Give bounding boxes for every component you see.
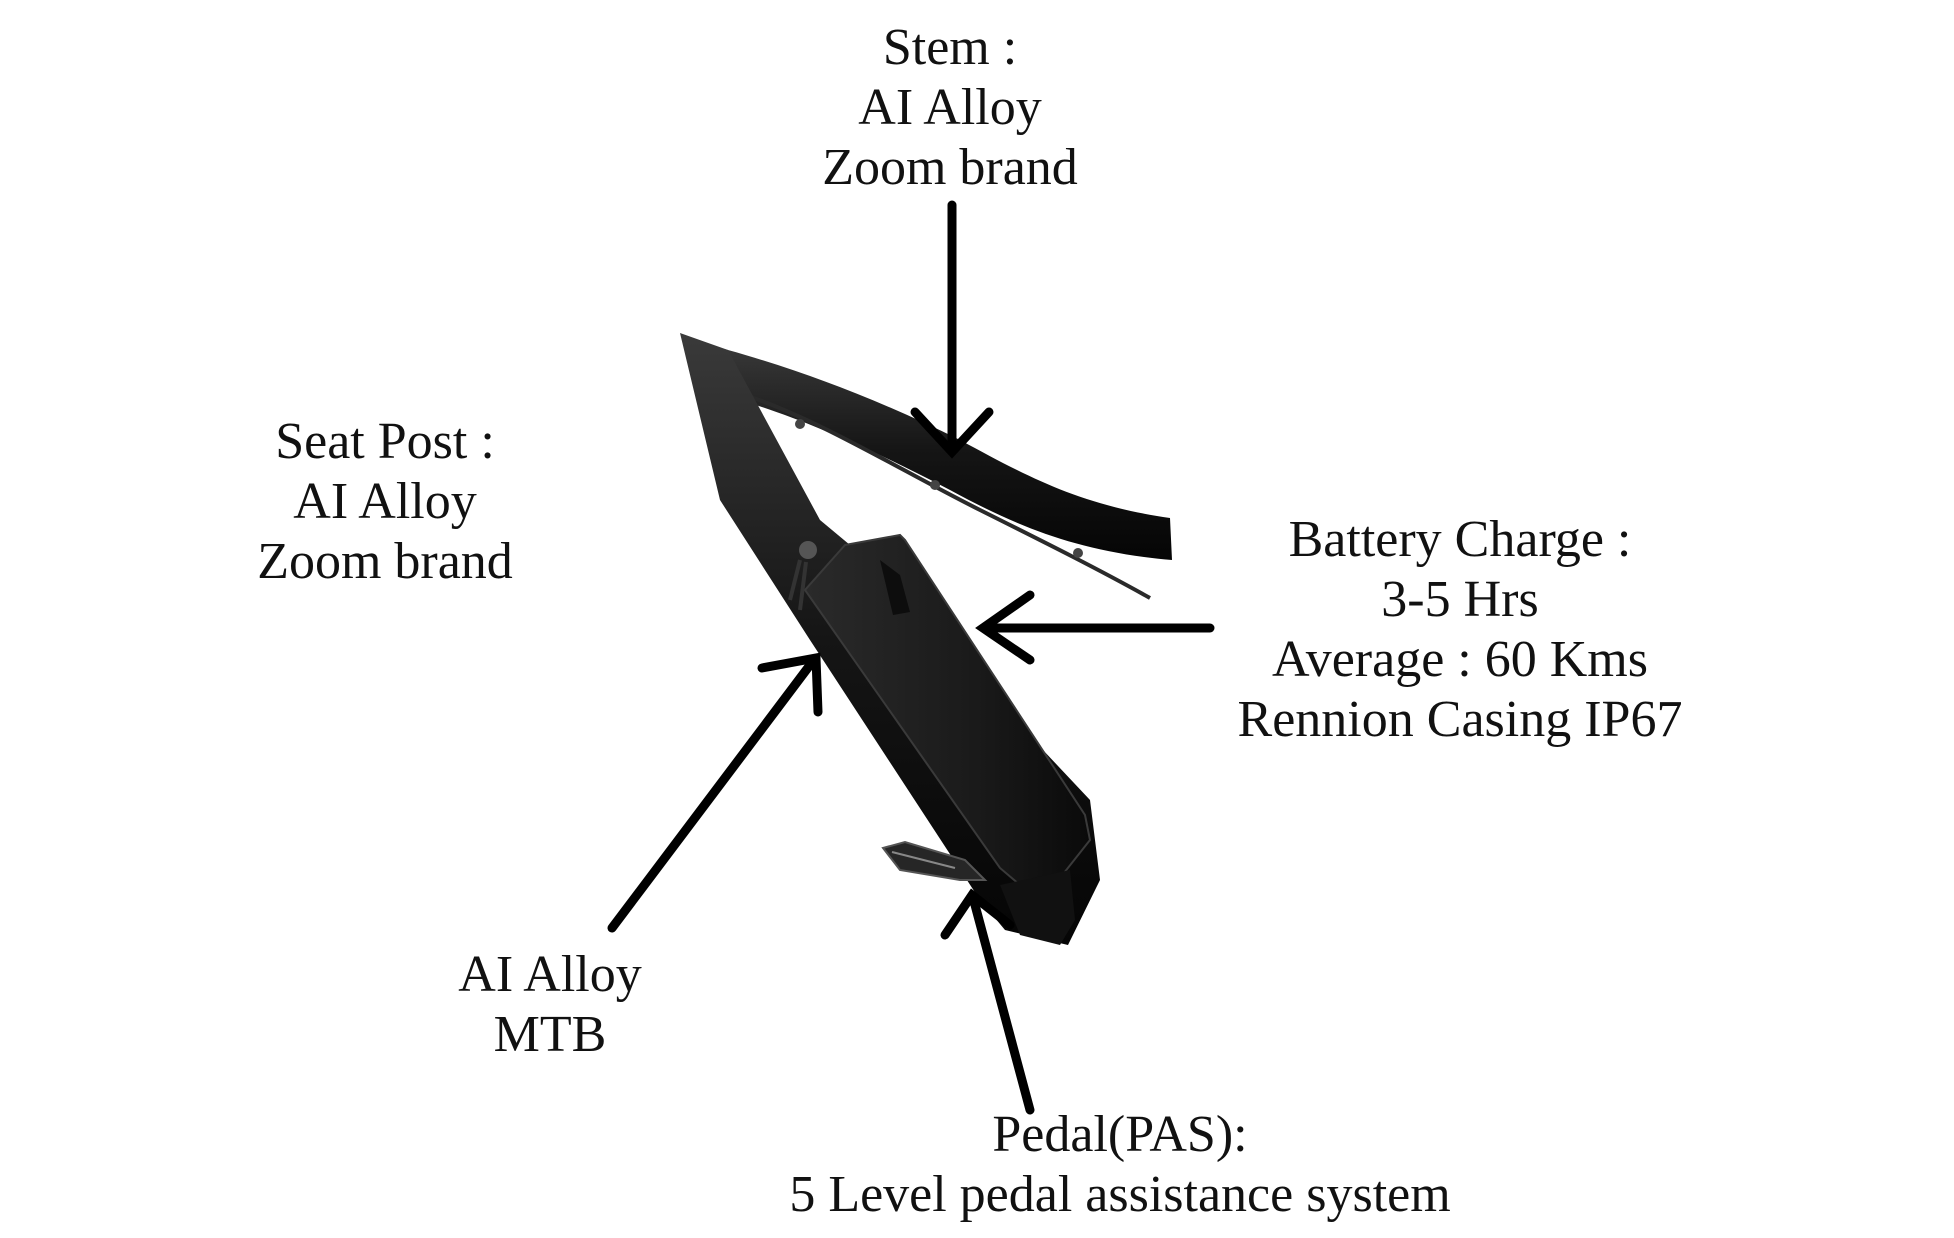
stem-brand: Zoom brand — [822, 139, 1078, 196]
pedal-arrow — [940, 888, 1035, 1115]
pedal-title: Pedal(PAS): — [992, 1106, 1248, 1163]
pedal — [881, 840, 988, 881]
seat-post-title: Seat Post : — [275, 413, 495, 470]
pedal-description: 5 Level pedal assistance system — [789, 1166, 1451, 1223]
brake-cable — [744, 393, 1151, 600]
frame-material: AI Alloy — [458, 946, 642, 1003]
battery-casing: Rennion Casing IP67 — [1237, 691, 1683, 748]
frame-arrow — [607, 652, 823, 933]
seat-post-label: Seat Post : AI Alloy Zoom brand — [195, 412, 575, 592]
battery-range: Average : 60 Kms — [1272, 631, 1648, 688]
battery-label: Battery Charge : 3-5 Hrs Average : 60 Km… — [1210, 510, 1710, 750]
frame-label: AI Alloy MTB — [400, 945, 700, 1065]
battery-title: Battery Charge : — [1288, 511, 1632, 568]
stem-title: Stem : — [882, 19, 1018, 76]
seat-post-material: AI Alloy — [293, 473, 477, 530]
stem-label: Stem : AI Alloy Zoom brand — [760, 18, 1140, 198]
battery-lock — [799, 541, 817, 559]
seat-post-brand: Zoom brand — [257, 533, 513, 590]
stem-arrow — [910, 200, 994, 459]
stem-material: AI Alloy — [858, 79, 1042, 136]
battery-arrow — [975, 590, 1215, 665]
pedal-label: Pedal(PAS): 5 Level pedal assistance sys… — [740, 1105, 1500, 1225]
frame-type: MTB — [493, 1006, 607, 1063]
battery-pack — [803, 533, 1092, 887]
battery-charge-time: 3-5 Hrs — [1381, 571, 1539, 628]
top-tube — [690, 340, 1172, 560]
bottom-bracket — [1000, 870, 1075, 945]
